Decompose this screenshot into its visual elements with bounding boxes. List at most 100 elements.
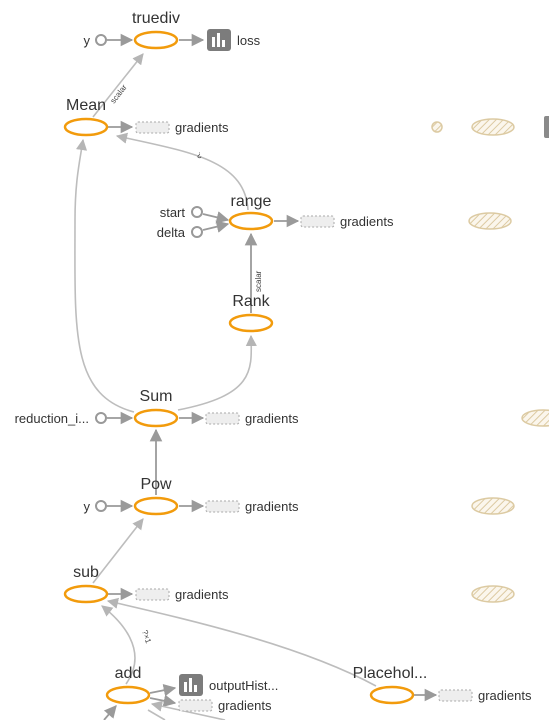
node-sum-label: Sum xyxy=(140,388,173,405)
gradients-add[interactable]: gradients xyxy=(178,698,272,713)
node-rank-label: Rank xyxy=(232,293,270,310)
edge-label-range-mean: ¿ xyxy=(197,150,202,159)
node-placeholder-ellipse[interactable] xyxy=(369,685,415,705)
gradients-pow[interactable]: gradients xyxy=(205,499,299,514)
gradients-box[interactable] xyxy=(135,588,170,601)
input-y-pow[interactable]: y xyxy=(84,499,107,514)
summary-bar xyxy=(212,37,215,47)
gradients-box[interactable] xyxy=(205,500,240,513)
gradients-box[interactable] xyxy=(135,121,170,134)
edge-incoming-add-right xyxy=(150,700,226,720)
summary-loss-label: loss xyxy=(237,33,261,48)
input-delta-label: delta xyxy=(157,225,186,240)
ghost-node xyxy=(471,497,515,515)
node-add-label: add xyxy=(115,665,142,682)
gradients-box[interactable] xyxy=(300,215,335,228)
input-start[interactable]: start xyxy=(160,205,203,220)
gradients-box[interactable] xyxy=(178,699,213,712)
ghost-nodes xyxy=(431,116,549,603)
node-truediv-ellipse[interactable] xyxy=(133,30,179,50)
node-range[interactable]: range xyxy=(228,193,274,231)
node-pow[interactable]: Pow xyxy=(133,476,179,516)
ghost-node-small xyxy=(431,121,443,133)
node-placeholder-label: Placehol... xyxy=(353,665,428,682)
edge-add-sub xyxy=(101,605,136,685)
node-mean-label: Mean xyxy=(66,97,106,114)
node-rank[interactable]: Rank xyxy=(228,293,274,333)
input-reduction-indices[interactable]: reduction_i... xyxy=(15,411,107,426)
edge-label-add-sub: ?×1 xyxy=(140,629,153,645)
gradients-sub[interactable]: gradients xyxy=(135,587,229,602)
edge-incoming-add-mid xyxy=(147,709,166,720)
node-sum-ellipse[interactable] xyxy=(133,408,179,428)
ghost-node-edge xyxy=(544,116,549,138)
node-sub[interactable]: sub xyxy=(63,564,109,604)
summary-loss[interactable]: loss xyxy=(207,29,261,51)
gradients-label: gradients xyxy=(245,499,299,514)
node-add-ellipse[interactable] xyxy=(105,685,151,705)
node-truediv[interactable]: truediv xyxy=(132,10,180,50)
edge-incoming-add-left xyxy=(103,705,117,720)
edge-add-outputhist xyxy=(149,684,177,697)
input-start-circle[interactable] xyxy=(191,206,203,218)
gradients-box[interactable] xyxy=(205,412,240,425)
edge-start-range xyxy=(202,211,230,224)
gradients-label: gradients xyxy=(245,411,299,426)
edge-range-mean xyxy=(115,132,249,211)
summary-bar xyxy=(184,682,187,692)
summary-bar xyxy=(222,40,225,47)
node-add[interactable]: add xyxy=(105,665,151,705)
edge-sum-rank xyxy=(177,334,257,411)
gradients-range[interactable]: gradients xyxy=(300,214,394,229)
input-y-pow-circle[interactable] xyxy=(95,500,107,512)
input-delta[interactable]: delta xyxy=(157,225,203,240)
ghost-node xyxy=(471,585,515,603)
gradients-label: gradients xyxy=(175,587,229,602)
ghost-node xyxy=(471,118,515,136)
gradients-sum[interactable]: gradients xyxy=(205,411,299,426)
node-pow-label: Pow xyxy=(140,476,172,493)
node-rank-ellipse[interactable] xyxy=(228,313,274,333)
node-pow-ellipse[interactable] xyxy=(133,496,179,516)
input-start-label: start xyxy=(160,205,186,220)
gradients-mean[interactable]: gradients xyxy=(135,120,229,135)
edge-mean-truediv xyxy=(92,53,144,118)
gradients-label: gradients xyxy=(340,214,394,229)
node-sub-ellipse[interactable] xyxy=(63,584,109,604)
input-y-top-circle[interactable] xyxy=(95,34,107,46)
node-range-ellipse[interactable] xyxy=(228,211,274,231)
edge-add-gradients xyxy=(149,694,177,707)
summary-bar xyxy=(189,678,192,692)
summary-bar xyxy=(194,685,197,692)
input-reduction-label: reduction_i... xyxy=(15,411,89,426)
input-reduction-circle[interactable] xyxy=(95,412,107,424)
summary-output-hist-label: outputHist... xyxy=(209,678,278,693)
summary-bar xyxy=(217,33,220,47)
input-y-top-label: y xyxy=(84,33,91,48)
node-sub-label: sub xyxy=(73,564,99,581)
node-mean-ellipse[interactable] xyxy=(63,117,109,137)
edges xyxy=(74,33,438,720)
node-placeholder[interactable]: Placehol... xyxy=(353,665,428,705)
ghost-node xyxy=(521,409,549,427)
summary-output-hist[interactable]: outputHist... xyxy=(179,674,278,696)
gradients-label: gradients xyxy=(478,688,532,703)
edge-delta-range xyxy=(202,220,230,233)
node-mean[interactable]: Mean xyxy=(63,97,109,137)
node-sum[interactable]: Sum xyxy=(133,388,179,428)
gradients-label: gradients xyxy=(218,698,272,713)
gradients-label: gradients xyxy=(175,120,229,135)
gradients-placeholder[interactable]: gradients xyxy=(438,688,532,703)
ghost-node xyxy=(468,212,512,230)
edge-sum-mean xyxy=(74,138,135,413)
gradients-box[interactable] xyxy=(438,689,473,702)
node-range-label: range xyxy=(231,193,272,210)
input-y-top[interactable]: y xyxy=(84,33,107,48)
edge-placeholder-sub xyxy=(106,597,377,687)
node-truediv-label: truediv xyxy=(132,10,180,27)
edge-sub-pow xyxy=(92,518,144,584)
input-y-pow-label: y xyxy=(84,499,91,514)
edge-label-scalar-rank: scalar xyxy=(254,270,263,292)
input-delta-circle[interactable] xyxy=(191,226,203,238)
